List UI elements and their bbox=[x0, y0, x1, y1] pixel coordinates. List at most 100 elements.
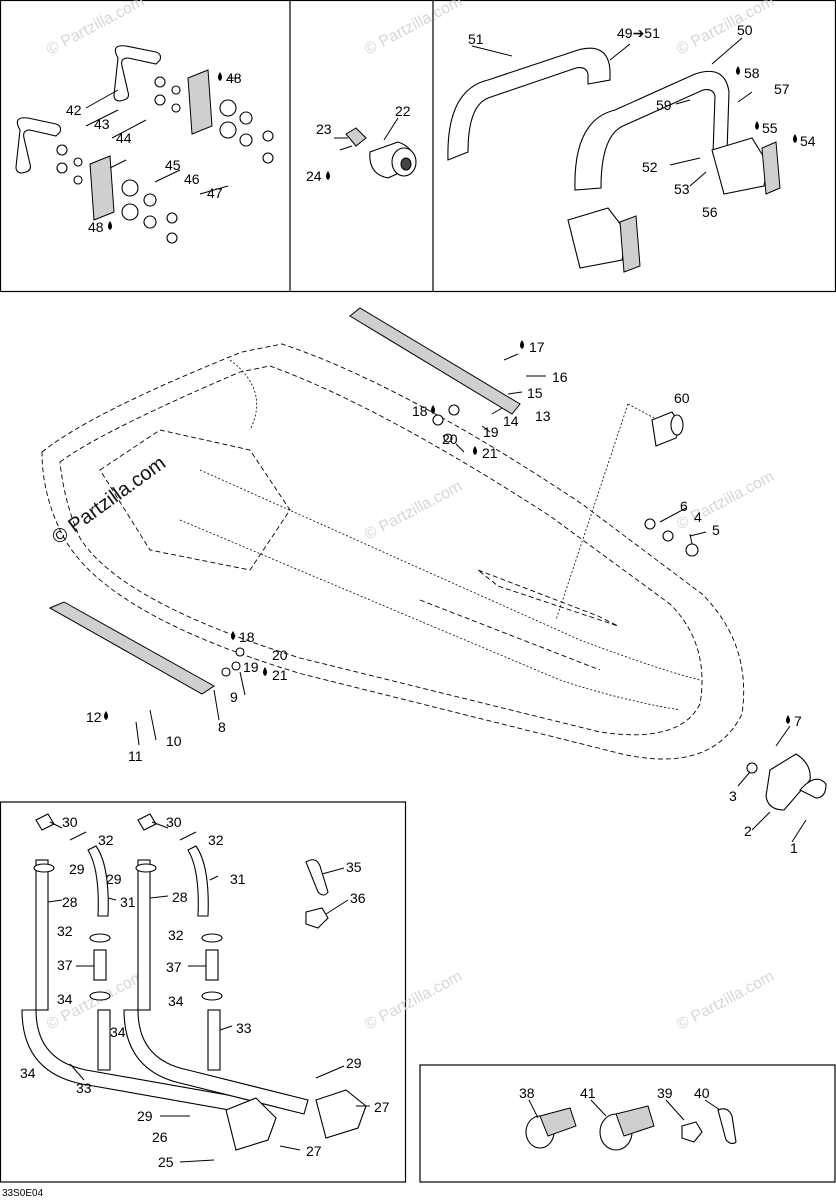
label-46: 46 bbox=[184, 171, 200, 187]
label-21b: 21 bbox=[272, 667, 288, 683]
label-35: 35 bbox=[346, 859, 362, 875]
label-17: 17 bbox=[529, 339, 545, 355]
label-44: 44 bbox=[116, 130, 132, 146]
label-27b: 27 bbox=[306, 1143, 322, 1159]
label-43: 43 bbox=[94, 116, 110, 132]
label-58: 58 bbox=[744, 65, 760, 81]
label-32d: 32 bbox=[168, 927, 184, 943]
label-16: 16 bbox=[552, 369, 568, 385]
sealant-drop-icon bbox=[108, 221, 112, 230]
label-36: 36 bbox=[350, 890, 366, 906]
sealant-drop-icon bbox=[218, 72, 222, 81]
label-56: 56 bbox=[702, 204, 718, 220]
label-28a: 28 bbox=[62, 894, 78, 910]
label-25: 25 bbox=[158, 1154, 174, 1170]
grab-handle-labels: 42 43 44 45 46 47 48 48 bbox=[66, 70, 242, 235]
label-49-51: 49➔51 bbox=[617, 25, 660, 41]
label-52: 52 bbox=[642, 159, 658, 175]
label-28b: 28 bbox=[172, 889, 188, 905]
label-53: 53 bbox=[674, 181, 690, 197]
label-30b: 30 bbox=[166, 814, 182, 830]
label-3: 3 bbox=[729, 788, 737, 804]
label-26: 26 bbox=[152, 1129, 168, 1145]
label-45: 45 bbox=[165, 157, 181, 173]
label-20a: 20 bbox=[442, 431, 458, 447]
rivet-36 bbox=[305, 907, 329, 929]
label-23: 23 bbox=[316, 121, 332, 137]
sealant-drop-icon bbox=[231, 631, 235, 640]
label-29a: 29 bbox=[69, 861, 85, 877]
label-38: 38 bbox=[519, 1085, 535, 1101]
label-40: 40 bbox=[694, 1085, 710, 1101]
label-57: 57 bbox=[774, 81, 790, 97]
watermark-7: © Partzilla.com bbox=[674, 968, 777, 1034]
diagram-code: 33S0E04 bbox=[2, 1188, 44, 1199]
label-42: 42 bbox=[66, 102, 82, 118]
label-33b: 33 bbox=[76, 1080, 92, 1096]
sealant-drop-icon bbox=[520, 340, 524, 349]
label-19a: 19 bbox=[483, 424, 499, 440]
cable-tie-35 bbox=[305, 859, 329, 896]
label-15: 15 bbox=[527, 385, 543, 401]
clamp-assembly: 38 41 39 40 bbox=[519, 1085, 737, 1151]
sealant-drop-icon bbox=[431, 405, 435, 414]
hull-labels: 17 16 15 18 14 13 19 20 21 60 6 4 5 18 2… bbox=[86, 339, 802, 856]
sealant-drop-icon bbox=[736, 66, 740, 75]
label-24: 24 bbox=[306, 168, 322, 184]
label-13: 13 bbox=[535, 408, 551, 424]
label-50: 50 bbox=[737, 22, 753, 38]
fitting-assembly: 22 23 24 bbox=[306, 103, 417, 184]
hull-assembly bbox=[41, 307, 827, 843]
label-5: 5 bbox=[712, 522, 720, 538]
label-34b: 34 bbox=[168, 993, 184, 1009]
watermark-5: © Partzilla.com bbox=[674, 468, 777, 534]
label-48b: 48 bbox=[88, 219, 104, 235]
watermark-2: © Partzilla.com bbox=[362, 0, 465, 59]
label-33a: 33 bbox=[236, 1020, 252, 1036]
sealant-drop-icon bbox=[755, 121, 759, 130]
label-31a: 31 bbox=[230, 871, 246, 887]
label-4: 4 bbox=[694, 509, 702, 525]
label-27a: 27 bbox=[374, 1099, 390, 1115]
label-29c: 29 bbox=[346, 1055, 362, 1071]
label-30a: 30 bbox=[62, 814, 78, 830]
label-20b: 20 bbox=[272, 647, 288, 663]
label-48a: 48 bbox=[226, 70, 242, 86]
label-34c: 34 bbox=[110, 1024, 126, 1040]
label-12: 12 bbox=[86, 709, 102, 725]
label-8: 8 bbox=[218, 719, 226, 735]
label-34a: 34 bbox=[57, 991, 73, 1007]
label-59: 59 bbox=[656, 97, 672, 113]
label-37a: 37 bbox=[57, 957, 73, 973]
label-1: 1 bbox=[790, 840, 798, 856]
grab-handle-assembly bbox=[15, 45, 274, 244]
label-14: 14 bbox=[503, 413, 519, 429]
watermark-4: © Partzilla.com bbox=[362, 478, 465, 544]
hose-assembly bbox=[21, 813, 370, 1163]
boarding-handle-assembly: 51 49➔51 50 58 57 59 55 54 52 53 56 bbox=[447, 22, 816, 273]
washers-top-left bbox=[56, 76, 274, 244]
label-31b: 31 bbox=[120, 894, 136, 910]
watermark-3: © Partzilla.com bbox=[674, 0, 777, 59]
sealant-drop-icon bbox=[263, 667, 267, 676]
label-29d: 29 bbox=[137, 1108, 153, 1124]
label-18a: 18 bbox=[412, 403, 428, 419]
label-47: 47 bbox=[207, 185, 223, 201]
sealant-drop-icon bbox=[793, 134, 797, 143]
label-18b: 18 bbox=[239, 629, 255, 645]
label-10: 10 bbox=[166, 733, 182, 749]
label-41: 41 bbox=[580, 1085, 596, 1101]
label-6: 6 bbox=[680, 498, 688, 514]
label-39: 39 bbox=[657, 1085, 673, 1101]
label-37b: 37 bbox=[166, 959, 182, 975]
sealant-drop-icon bbox=[104, 711, 108, 720]
watermark-6: © Partzilla.com bbox=[362, 968, 465, 1034]
label-7: 7 bbox=[794, 713, 802, 729]
sealant-drop-icon bbox=[473, 446, 477, 455]
label-32b: 32 bbox=[208, 832, 224, 848]
label-11: 11 bbox=[128, 748, 143, 764]
sealant-drop-icon bbox=[786, 715, 790, 724]
label-9: 9 bbox=[230, 689, 238, 705]
label-2: 2 bbox=[744, 823, 752, 839]
